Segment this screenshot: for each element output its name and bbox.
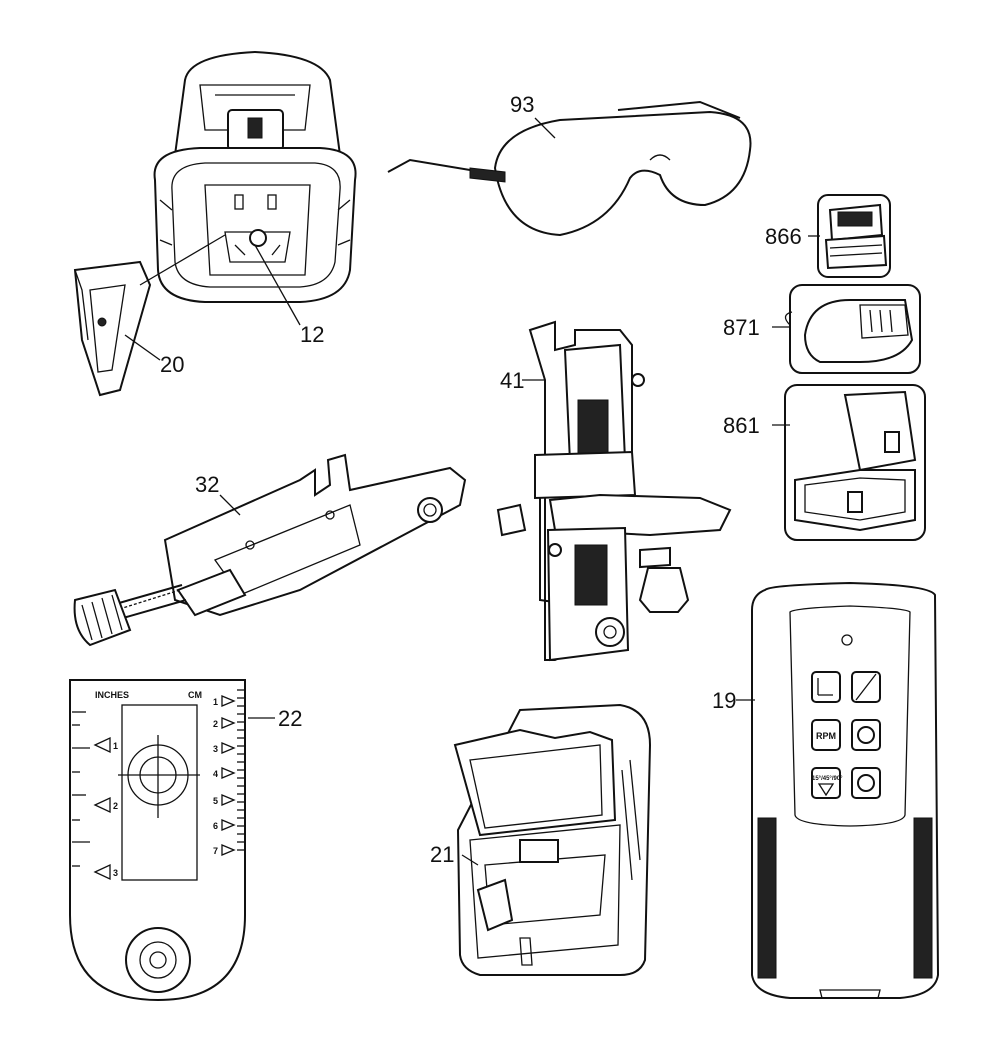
rotate-ccw-button[interactable]: [851, 719, 881, 751]
charger: [784, 284, 921, 374]
inch-mark-2: 2: [113, 801, 118, 811]
safety-glasses: [387, 100, 752, 237]
rotate-cw-button[interactable]: [851, 767, 881, 799]
storage-case: [784, 384, 926, 541]
clip-link-line: [139, 234, 226, 286]
cm-mark-4: 4: [213, 769, 218, 779]
inch-mark-3: 3: [113, 868, 118, 878]
cm-mark-1: 1: [213, 697, 218, 707]
rpm-button[interactable]: [811, 719, 841, 751]
rpm-label: RPM: [816, 731, 836, 741]
remote-control: RPM 15°/45°/90°: [751, 581, 940, 999]
wall-mount-bracket: [496, 320, 732, 662]
cm-mark-3: 3: [213, 744, 218, 754]
angle-button[interactable]: [811, 767, 841, 799]
callout-32: 32: [195, 472, 219, 497]
leader-12: [254, 244, 301, 326]
cm-mark-5: 5: [213, 796, 218, 806]
inch-scale: [72, 711, 111, 881]
callout-866: 866: [765, 224, 802, 249]
callout-19: 19: [712, 688, 736, 713]
cm-mark-6: 6: [213, 821, 218, 831]
target-card: INCHES CM 1 2 3 1 2 3 4 5 6 7: [69, 679, 246, 1002]
callout-93: 93: [510, 92, 534, 117]
cm-mark-7: 7: [213, 846, 218, 856]
inches-label: INCHES: [95, 690, 129, 700]
callout-871: 871: [723, 315, 760, 340]
callout-41: 41: [500, 368, 524, 393]
leader-32: [219, 494, 241, 516]
open-carrying-case: [453, 703, 652, 976]
callout-861: 861: [723, 413, 760, 438]
leader-93: [534, 117, 556, 139]
cm-mark-2: 2: [213, 719, 218, 729]
leader-20: [124, 334, 161, 361]
battery-pack: [817, 194, 891, 278]
laser-head-unit: [153, 50, 357, 303]
callout-20: 20: [160, 352, 184, 377]
angle-label: 15°/45°/90°: [812, 776, 843, 782]
axis-button[interactable]: [811, 671, 841, 703]
inch-mark-1: 1: [113, 741, 118, 751]
cm-label: CM: [188, 690, 202, 700]
callout-12: 12: [300, 322, 324, 347]
clamp-bracket: [73, 453, 467, 647]
leader-21: [461, 854, 479, 866]
callout-22: 22: [278, 706, 302, 731]
callout-21: 21: [430, 842, 454, 867]
clip-bracket: [73, 260, 152, 397]
cm-scale: [221, 689, 245, 856]
